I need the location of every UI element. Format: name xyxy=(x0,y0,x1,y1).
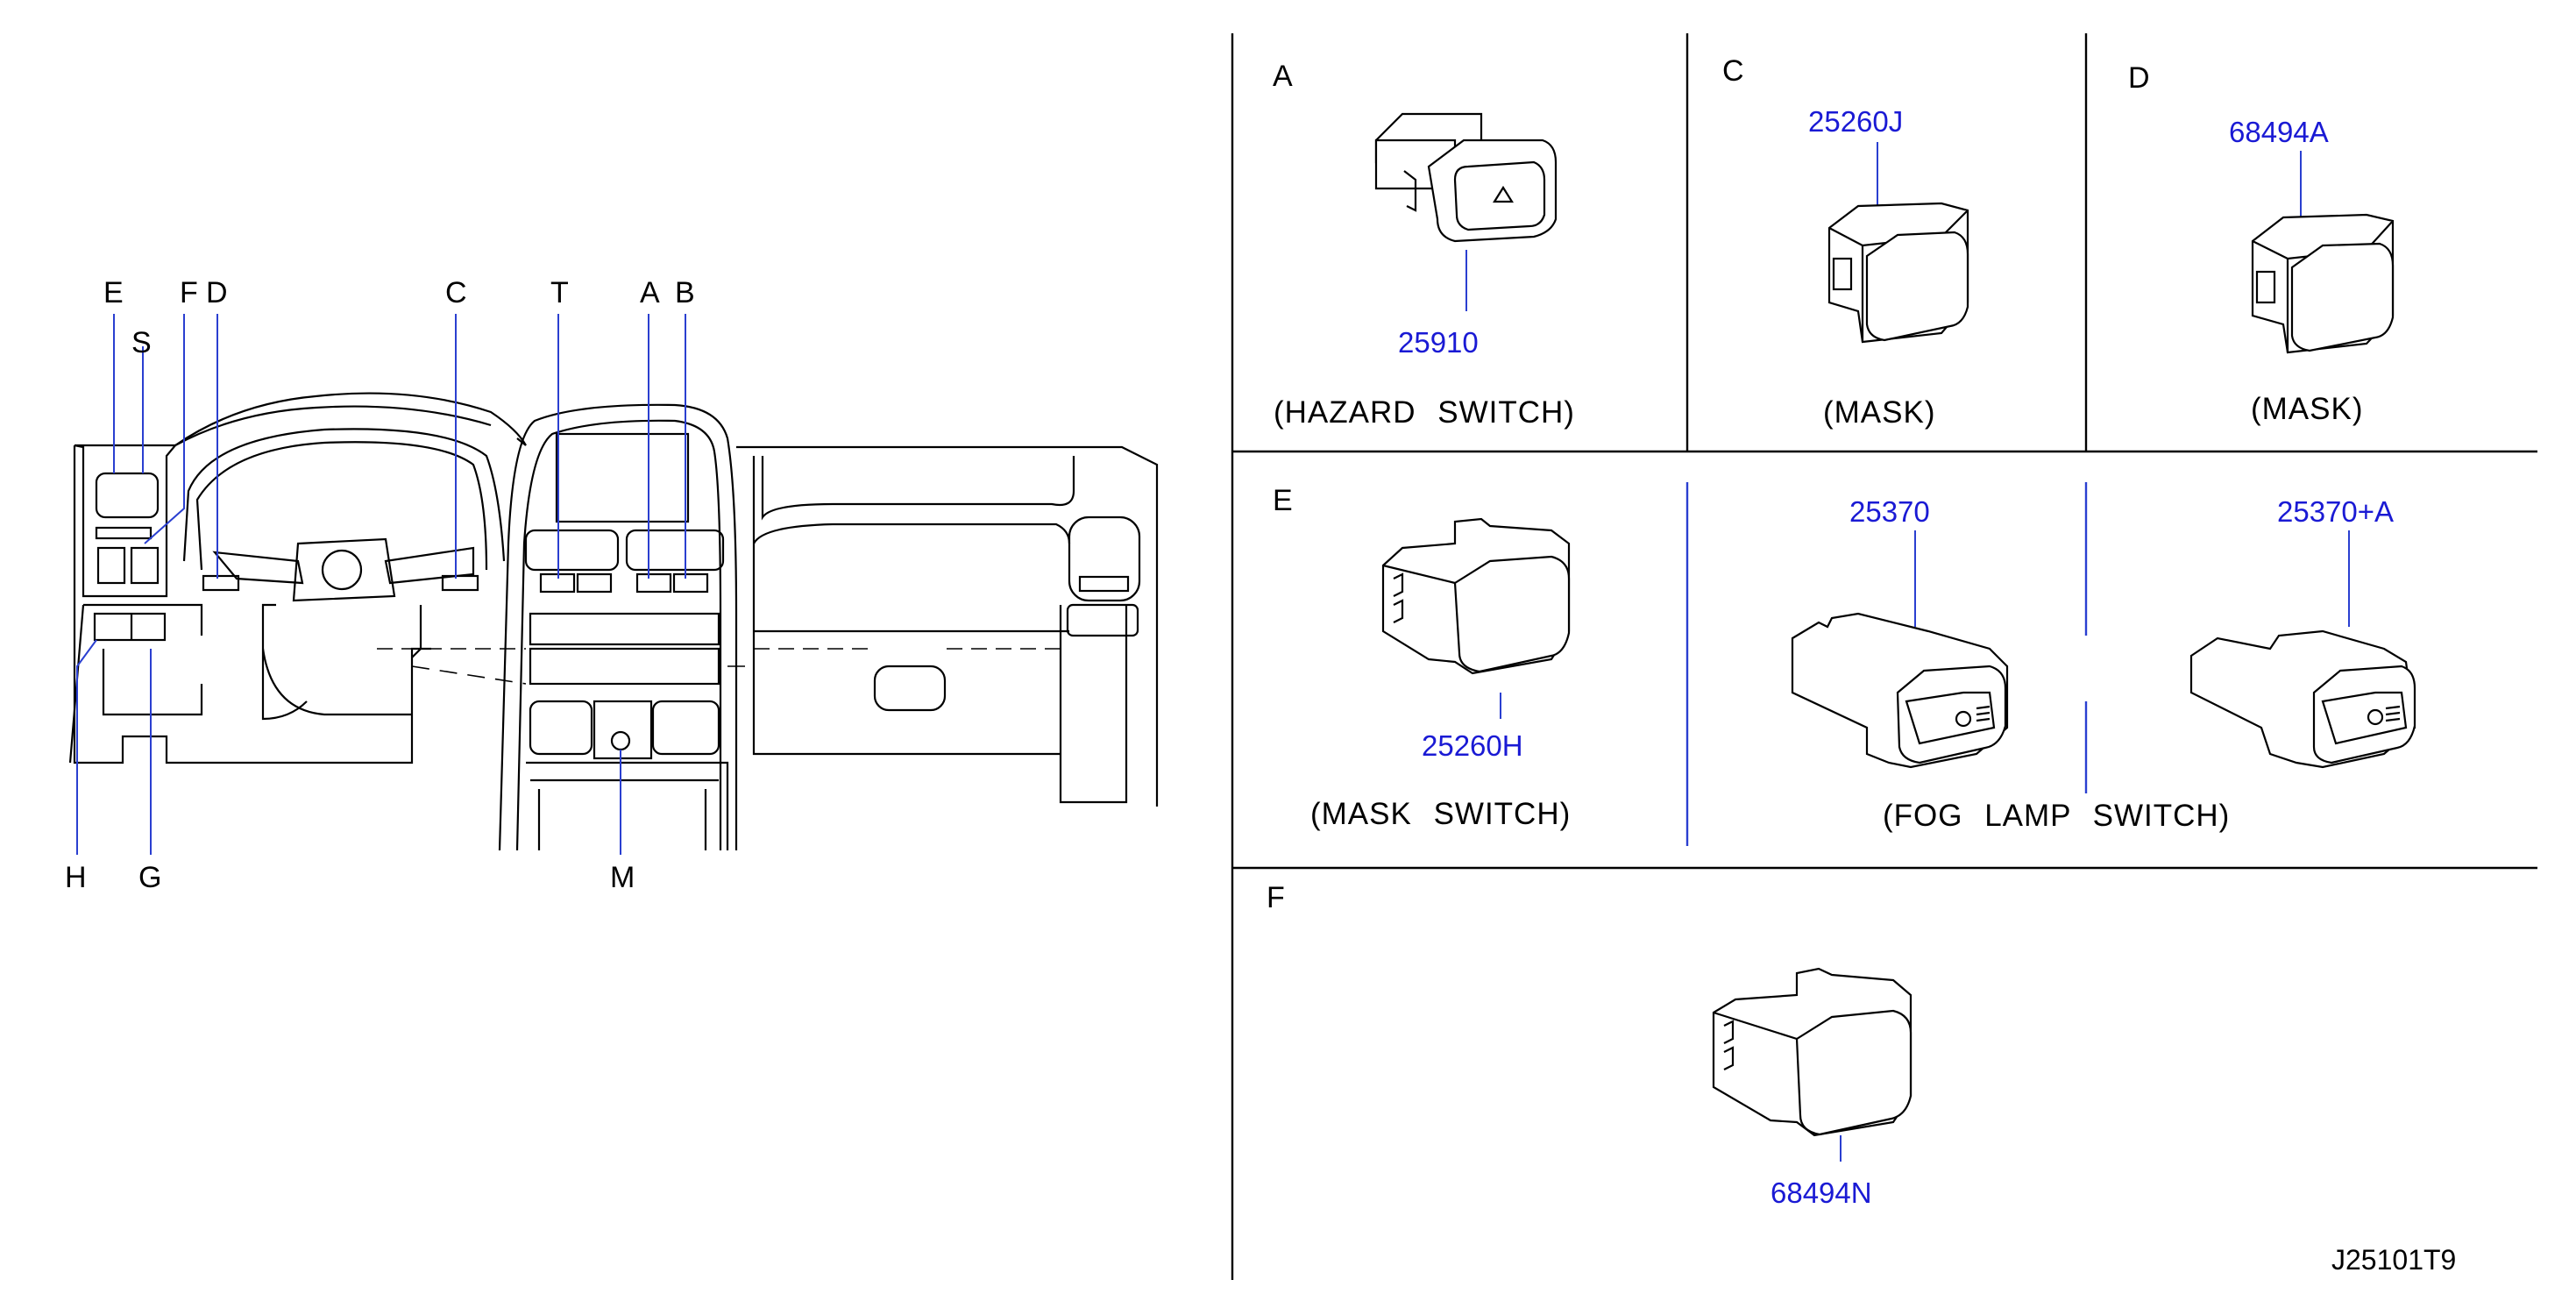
panel-letter-D: D xyxy=(2128,61,2150,95)
panel-hazard-switch: A 25910 (HAZARD SWITCH) xyxy=(1273,60,1575,430)
caption-mask-D: (MASK) xyxy=(2251,392,2364,426)
callout-M: M xyxy=(610,861,635,894)
panel-mask-F: F 68494N xyxy=(1267,881,1912,1209)
callout-F: F xyxy=(180,276,198,309)
part-number-25260J: 25260J xyxy=(1808,105,1903,138)
panel-letter-E: E xyxy=(1273,484,1293,517)
caption-fog-lamp-switch: (FOG LAMP SWITCH) xyxy=(1883,799,2230,833)
panel-mask-C: C 25260J (MASK) xyxy=(1722,54,1969,430)
callout-S: S xyxy=(131,326,152,359)
mask-switch-part xyxy=(1381,517,1571,675)
mask-D-part xyxy=(2251,213,2395,354)
panel-fog-lamp-switch: 25370 25370+A (FOG LAMP SWITCH) xyxy=(1791,495,2416,833)
callout-B: B xyxy=(675,276,695,309)
part-number-68494N: 68494N xyxy=(1771,1177,1872,1209)
panel-mask-D: D 68494A (MASK) xyxy=(2128,61,2395,426)
caption-hazard-switch: (HAZARD SWITCH) xyxy=(1274,395,1575,430)
drawing-id: J25101T9 xyxy=(2331,1244,2456,1276)
mask-F-part xyxy=(1712,967,1912,1137)
panel-letter-C: C xyxy=(1722,54,1744,88)
part-number-68494A: 68494A xyxy=(2229,116,2329,148)
callout-H: H xyxy=(65,861,87,894)
caption-mask-C: (MASK) xyxy=(1823,395,1936,430)
callout-C: C xyxy=(445,276,467,309)
panel-letter-F: F xyxy=(1267,881,1285,914)
parts-grid xyxy=(1231,33,2537,1280)
fog-lamp-switch-part-1 xyxy=(1791,612,2009,769)
part-number-25260H: 25260H xyxy=(1422,729,1523,762)
callout-G: G xyxy=(138,861,161,894)
part-number-25910: 25910 xyxy=(1398,326,1479,359)
callout-D: D xyxy=(206,276,228,309)
dashboard-overview: E F D S C T A B H G M xyxy=(65,276,1159,894)
callout-T: T xyxy=(550,276,569,309)
panel-mask-switch: E 25260H (MASK SWITCH) xyxy=(1273,484,1571,831)
caption-mask-switch: (MASK SWITCH) xyxy=(1310,797,1571,831)
fog-lamp-switch-part-2 xyxy=(2189,629,2416,769)
part-number-25370-A: 25370+A xyxy=(2277,495,2394,528)
part-number-25370: 25370 xyxy=(1849,495,1930,528)
hazard-switch-part xyxy=(1374,112,1558,243)
callout-E: E xyxy=(103,276,124,309)
callout-A: A xyxy=(640,276,660,309)
panel-letter-A: A xyxy=(1273,60,1293,93)
mask-C-part xyxy=(1827,202,1969,344)
